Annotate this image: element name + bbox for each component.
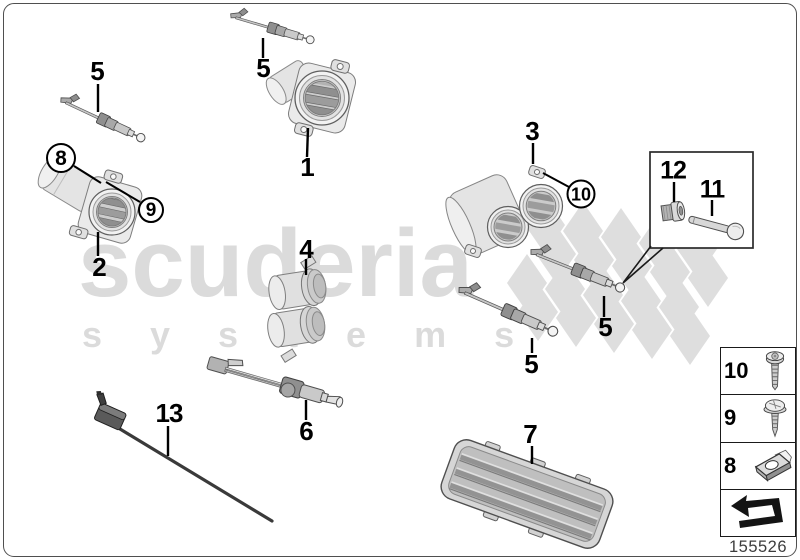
legend-label-10: 10 [724,358,749,384]
callout-7: 7 [523,419,538,449]
leader-lines [73,38,714,464]
callout-13: 13 [155,398,184,428]
legend-row-8: 8 [721,443,795,490]
part-5-cable-top-mid [227,4,318,47]
callout-4: 4 [299,234,314,264]
callout-2: 2 [92,252,107,282]
legend-label-9: 9 [724,405,737,431]
continue-arrow-icon [731,494,783,528]
torx-screw-icon [765,351,785,391]
callout-12: 12 [660,156,687,185]
part-1-air-vent [265,59,357,137]
callout-1: 1 [300,152,315,182]
pan-head-screw-icon [763,399,787,439]
clip-nut-icon [754,449,792,482]
callout-11: 11 [699,175,725,204]
callout-5-right: 5 [598,312,613,342]
callout-5-top-left: 5 [90,56,105,86]
part-3-double-vent [445,165,564,258]
part-5-cable-top-left [56,88,151,146]
circle-callout-8: 8 [46,143,76,173]
part-7-vent-grille [440,439,614,549]
circle-callout-9: 9 [138,197,164,223]
fastener-detail-box [622,151,754,284]
callout-5-top-mid: 5 [256,53,271,83]
part-12-bushing [660,200,686,222]
part-2-air-vent [37,155,143,244]
circle-callout-10: 10 [566,179,596,209]
legend-label-8: 8 [724,452,737,478]
fastener-legend-box: 10 9 8 [720,347,796,537]
part-13-cable [94,391,274,523]
legend-row-continue [721,490,795,536]
part-6-cable [206,356,344,408]
legend-row-9: 9 [721,395,795,443]
document-number: 155526 [728,538,788,556]
part-4-duct-adapter [267,255,327,363]
callout-3: 3 [525,116,540,146]
legend-row-10: 10 [721,348,795,396]
callout-6: 6 [299,416,314,446]
callout-5-center: 5 [524,349,539,379]
part-11-ball-pin [688,215,745,241]
